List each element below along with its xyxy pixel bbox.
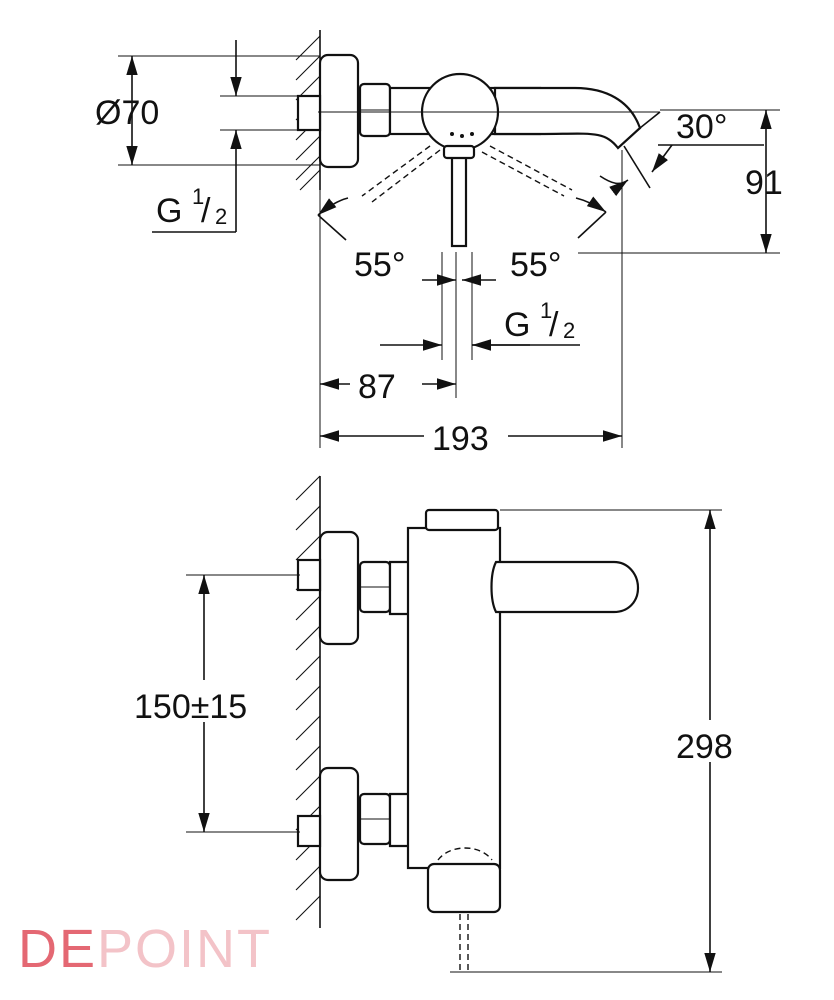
top-cap bbox=[424, 508, 500, 532]
svg-text:G: G bbox=[504, 306, 530, 344]
svg-text:1: 1 bbox=[192, 184, 204, 209]
total-height-label: 298 bbox=[676, 728, 733, 766]
wall-flange-top bbox=[318, 53, 360, 169]
angle-spout-label: 30° bbox=[676, 108, 727, 146]
angle-right-label: 55° bbox=[510, 246, 561, 284]
wall-hatch-front bbox=[295, 475, 321, 928]
angle-left-label: 55° bbox=[354, 246, 405, 284]
svg-text:/: / bbox=[201, 192, 211, 230]
svg-text:G: G bbox=[156, 192, 182, 230]
pipe-stub-top bbox=[296, 94, 322, 132]
pipe-stub-upper bbox=[296, 558, 322, 592]
lever-handle-front bbox=[490, 560, 640, 614]
mixer-body-front bbox=[406, 526, 502, 870]
svg-text:2: 2 bbox=[563, 318, 575, 343]
thread-label-bottom: G 1 / 2 bbox=[504, 298, 575, 344]
svg-text:/: / bbox=[549, 306, 559, 344]
lever-swing-left bbox=[361, 145, 441, 203]
spacing-label: 150±15 bbox=[134, 688, 247, 726]
lever-top bbox=[450, 148, 468, 248]
height-label: 91 bbox=[745, 164, 783, 202]
wall-flange-upper bbox=[318, 530, 360, 646]
diameter-label: Ø70 bbox=[95, 94, 159, 132]
svg-text:2: 2 bbox=[215, 204, 227, 229]
svg-text:1: 1 bbox=[540, 298, 552, 323]
diverter bbox=[426, 862, 502, 914]
depth-label: 193 bbox=[432, 420, 489, 458]
offset-label: 87 bbox=[358, 368, 396, 406]
top-view: Ø70 G 1 / 2 30° 91 55° 55° bbox=[95, 30, 783, 458]
wall-flange-lower bbox=[318, 766, 360, 882]
front-view: 150±15 298 bbox=[130, 475, 750, 973]
lever-swing-right bbox=[481, 145, 573, 197]
thread-label-left: G 1 / 2 bbox=[156, 184, 227, 230]
watermark-logo: DEPOINT bbox=[18, 919, 273, 979]
spout-top bbox=[493, 86, 642, 150]
pipe-stub-lower bbox=[296, 814, 322, 848]
